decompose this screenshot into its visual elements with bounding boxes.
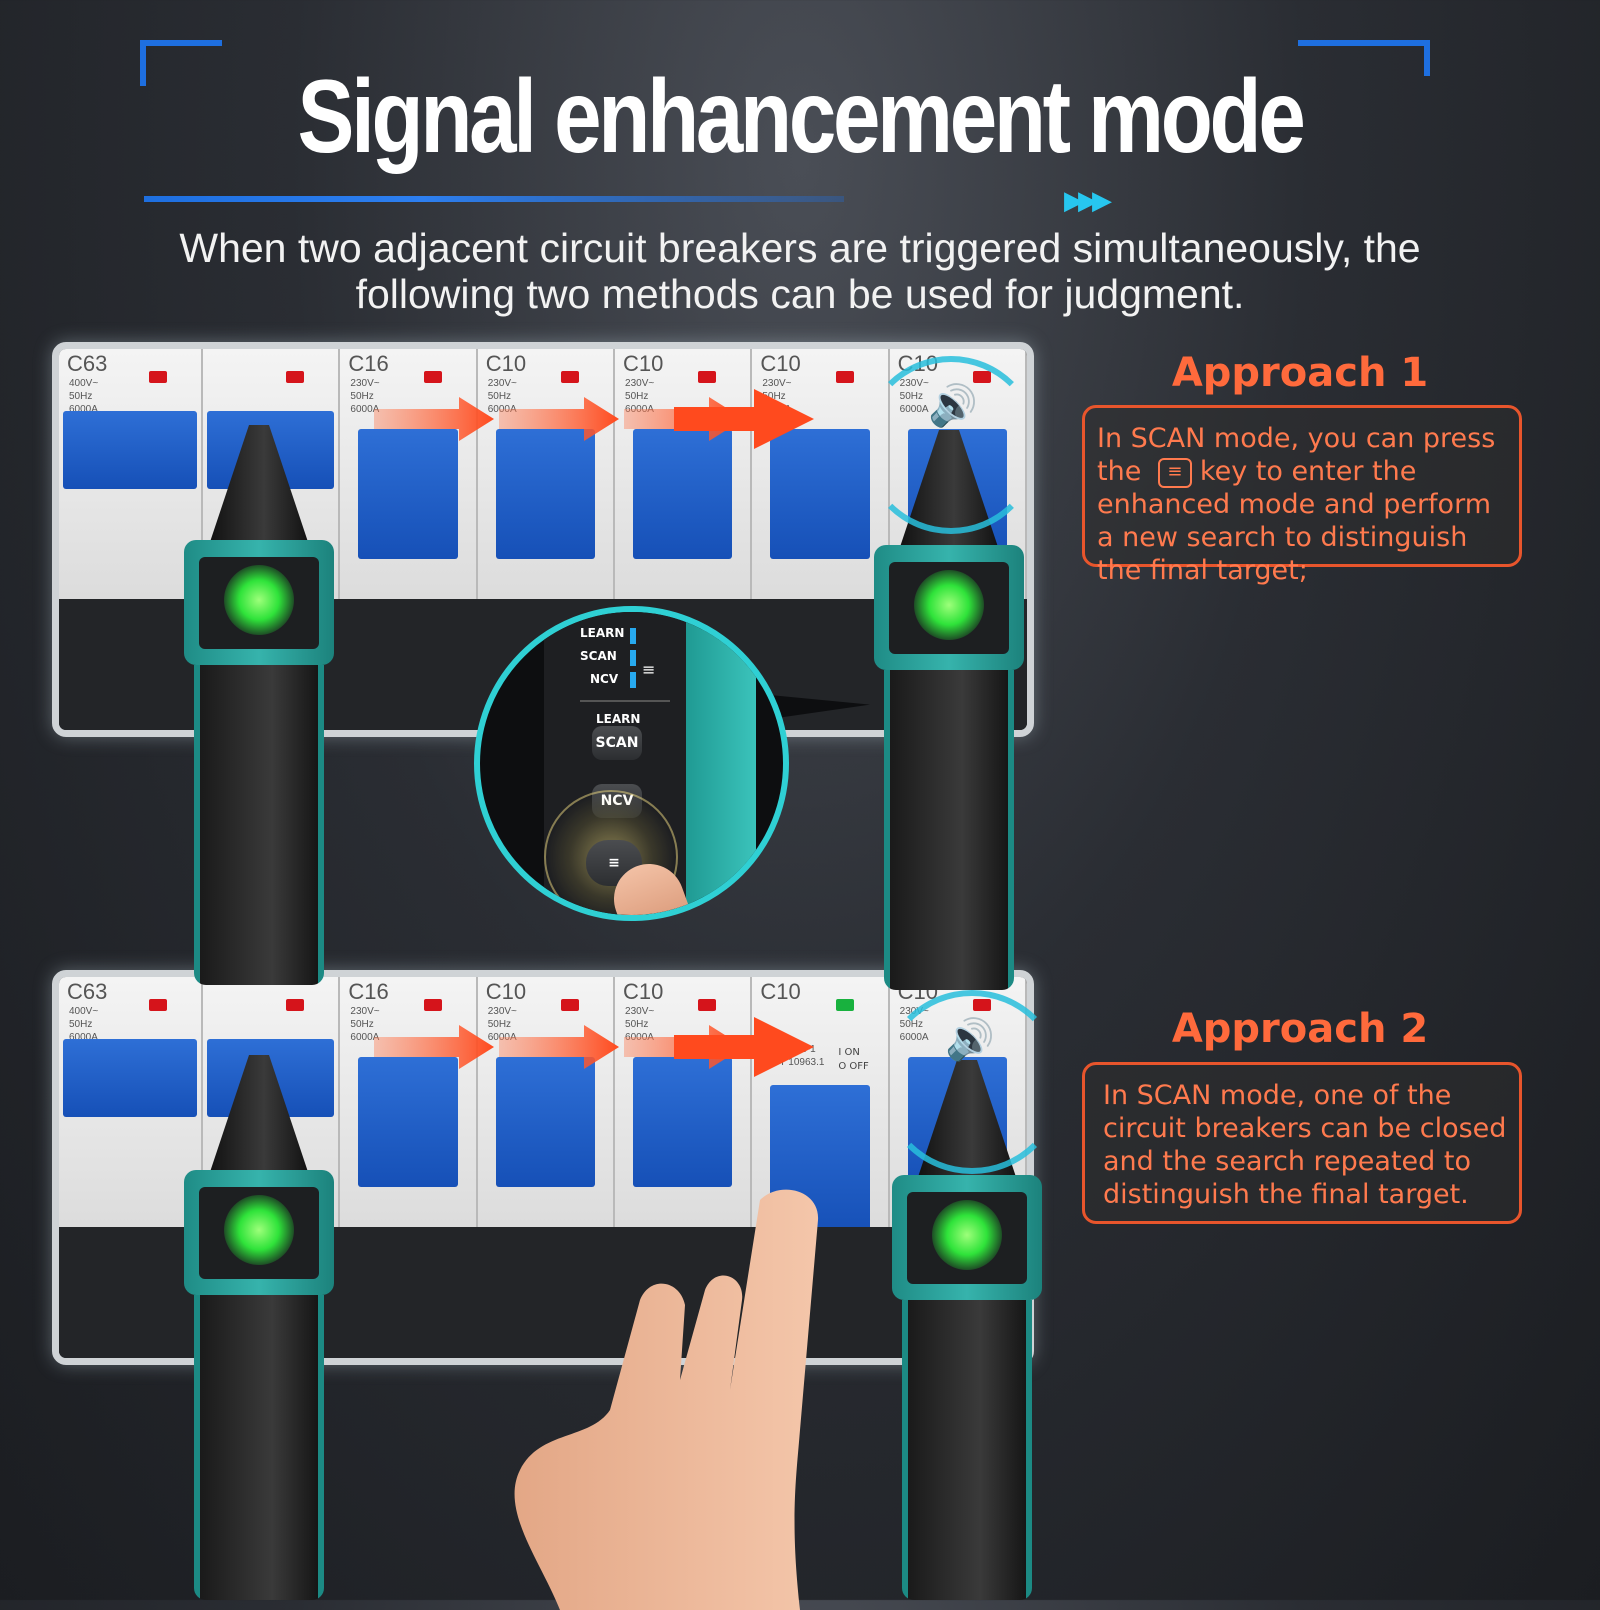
breaker-rating: C10 (760, 979, 801, 1004)
approach-1-box: In SCAN mode, you can press the ≡key to … (1082, 405, 1522, 586)
breaker-spec: 400V~ 50Hz 6000A (69, 378, 99, 415)
filter-key-button[interactable]: ≡ (586, 840, 642, 886)
indicator-red (561, 999, 580, 1011)
breaker-c10-closed: C10 IEC60898-1 GB/T 10963.1 I ON O OFF (752, 977, 890, 1235)
green-led-icon (914, 570, 984, 640)
indicator-red (835, 371, 854, 383)
device-side (686, 612, 756, 915)
indicator-red (149, 371, 168, 383)
indicator-green (835, 999, 854, 1011)
approach-1-text-b: key to enter the enhanced mode and perfo… (1097, 456, 1492, 586)
approach-1-title: Approach 1 (1171, 350, 1429, 396)
breaker-rating: C16 (348, 979, 389, 1004)
mode-label-scan: SCAN (580, 649, 617, 663)
breaker-c16: C16 230V~ 50Hz 6000A (340, 977, 478, 1227)
arrow-icon (374, 397, 494, 441)
probe-body (194, 665, 324, 985)
indicator-red (698, 371, 717, 383)
indicator-red (149, 999, 168, 1011)
indicator-red (423, 999, 442, 1011)
probe-body (194, 1295, 324, 1600)
breaker-rating: C10 (485, 979, 527, 1004)
indicator-red (286, 999, 305, 1011)
filter-key-icon: ≡ (1157, 457, 1192, 488)
breaker-lever[interactable] (770, 429, 870, 559)
zoom-callout: LEARN SCAN NCV ≡ LEARN SCAN NCV ≡ (474, 606, 789, 921)
breaker-spec: 230V~ 50Hz 6000A (350, 1006, 380, 1043)
arrow-icon (674, 389, 814, 449)
chevrons-icon: ▶▶▶ (1064, 186, 1112, 216)
arrow-icon (374, 1025, 494, 1069)
breaker-lever[interactable] (495, 429, 596, 559)
mode-label-ncv: NCV (590, 672, 619, 686)
breaker-c10-1: C10 230V~ 50Hz 6000A (477, 349, 616, 599)
scan-button[interactable]: SCAN (592, 726, 642, 760)
arrow-icon (499, 1025, 619, 1069)
breaker-rating: C63 (67, 351, 108, 376)
on-label: I ON (838, 1047, 860, 1058)
breaker-lever[interactable] (633, 1057, 733, 1187)
breaker-c10-2: C10 230V~ 50Hz 6000A (615, 349, 753, 599)
mode-label-learn: LEARN (580, 626, 625, 640)
breaker-c10-1: C10 230V~ 50Hz 6000A (477, 977, 616, 1227)
signal-wave-icon (862, 356, 1040, 534)
breaker-lever[interactable] (63, 411, 198, 489)
probe-tip (209, 425, 309, 545)
indicator-red (286, 371, 305, 383)
breaker-c16: C16 230V~ 50Hz 6000A (340, 349, 478, 599)
signal-arrows (374, 389, 814, 449)
breaker-lever[interactable] (358, 1057, 458, 1187)
signal-arrows (374, 1017, 814, 1077)
hand-pressing-breaker (514, 1189, 819, 1610)
arrow-icon (674, 1017, 814, 1077)
voltage-probe-left-2 (184, 1055, 334, 1600)
indicator-red (561, 371, 580, 383)
page-subtitle: When two adjacent circuit breakers are t… (120, 225, 1480, 317)
breaker-lever[interactable] (495, 1057, 596, 1187)
breaker-rating: C16 (348, 351, 389, 376)
breaker-rating: C10 (623, 351, 664, 376)
approach-1-text-a: In SCAN mode, you can press the (1097, 423, 1496, 487)
page-title: Signal enhancement mode (297, 59, 1305, 175)
subtitle-line-2: following two methods can be used for ju… (355, 271, 1245, 317)
breaker-rating: C10 (623, 979, 664, 1004)
breaker-lever[interactable] (358, 429, 458, 559)
breaker-c63-a: C63 400V~ 50Hz 6000A (59, 977, 204, 1227)
title-underline (144, 196, 844, 202)
learn-label: LEARN (596, 712, 641, 726)
probe-tip (209, 1055, 309, 1175)
breaker-c10-2: C10 230V~ 50Hz 6000A (615, 977, 753, 1227)
voltage-probe-right-1 (874, 430, 1024, 990)
approach-2-title: Approach 2 (1171, 1006, 1429, 1052)
probe-body (884, 670, 1014, 990)
breaker-lever[interactable] (63, 1039, 198, 1117)
filter-key-icon: ≡ (642, 660, 656, 679)
green-led-icon (224, 1195, 294, 1265)
green-led-icon (224, 565, 294, 635)
device-divider (580, 700, 670, 702)
probe-body (902, 1300, 1032, 1600)
indicator-red (423, 371, 442, 383)
approach-2-text: In SCAN mode, one of the circuit breaker… (1103, 1080, 1507, 1210)
breaker-rating: C10 (760, 351, 801, 376)
approach-2-box: In SCAN mode, one of the circuit breaker… (1082, 1062, 1522, 1224)
indicator-red (698, 999, 717, 1011)
breaker-rating: C10 (485, 351, 527, 376)
subtitle-line-1: When two adjacent circuit breakers are t… (179, 225, 1421, 271)
title-bracket-left (140, 40, 222, 86)
breaker-spec: 230V~ 50Hz 6000A (350, 378, 380, 415)
breaker-c63-a: C63 400V~ 50Hz 6000A (59, 349, 204, 599)
signal-wave-icon (880, 990, 1064, 1174)
breaker-rating: C63 (67, 979, 108, 1004)
green-led-icon (932, 1200, 1002, 1270)
arrow-icon (499, 397, 619, 441)
breaker-lever[interactable] (633, 429, 733, 559)
mode-indicator-bars (630, 628, 636, 690)
speaker-icon: 🔊 (928, 383, 978, 429)
title-bracket-right (1298, 40, 1430, 76)
off-label: O OFF (838, 1061, 869, 1072)
voltage-probe-left-1 (184, 425, 334, 985)
breaker-spec: 400V~ 50Hz 6000A (69, 1006, 99, 1043)
speaker-icon: 🔊 (945, 1017, 995, 1063)
